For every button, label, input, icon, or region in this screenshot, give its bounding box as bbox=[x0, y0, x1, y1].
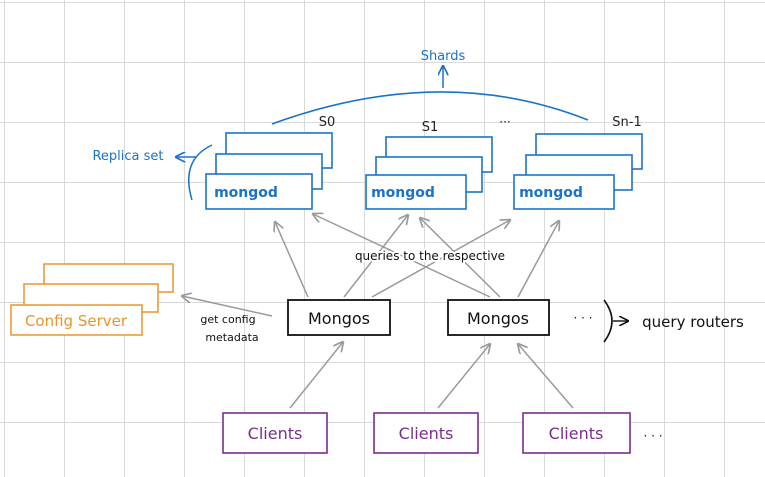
mongod-node-s1 bbox=[365, 174, 467, 210]
shard-label-sn-1: Sn-1 bbox=[612, 115, 641, 130]
shard-s0-stack: mongod bbox=[205, 132, 333, 210]
client-label: Clients bbox=[248, 424, 303, 443]
mongod-label-s0: mongod bbox=[214, 185, 278, 201]
client-label: Clients bbox=[399, 424, 454, 443]
client-label: Clients bbox=[549, 424, 604, 443]
mongos-label: Mongos bbox=[308, 309, 370, 328]
query-arrow-r1-s0 bbox=[275, 222, 309, 298]
config-server-stack: Config Server bbox=[10, 263, 174, 336]
query-arrow-r1-sn-1 bbox=[371, 220, 510, 298]
shard-s1-stack: mongod bbox=[365, 136, 493, 210]
shard-sn-1-stack: mongod bbox=[513, 133, 643, 210]
shards-title: Shards bbox=[421, 49, 466, 64]
client-node-3: Clients bbox=[522, 412, 631, 454]
config-edge-label-line1: get config bbox=[200, 313, 255, 326]
query-arrow-r1-s1 bbox=[343, 215, 408, 298]
client-box bbox=[373, 412, 479, 454]
shard-label-ellipsis: ··· bbox=[499, 115, 510, 129]
config-edge-label-line2: metadata bbox=[205, 331, 258, 344]
routers-ellipsis: · · · bbox=[573, 311, 592, 325]
client-arrow-3 bbox=[518, 344, 574, 409]
shard-label-s0: S0 bbox=[319, 115, 336, 130]
shards-brace bbox=[271, 91, 589, 125]
shards-group: Shards bbox=[271, 49, 589, 125]
mongod-node-s0 bbox=[205, 173, 313, 210]
mongos-node bbox=[447, 299, 550, 336]
queries-edge-label: queries to the respective bbox=[355, 249, 505, 263]
mongos-node bbox=[287, 299, 391, 336]
query-arrow-r2-s0 bbox=[313, 214, 491, 298]
config-metadata-arrow bbox=[182, 296, 273, 317]
clients-ellipsis: · · · bbox=[643, 429, 662, 443]
mongod-label-s1: mongod bbox=[371, 185, 435, 201]
client-box bbox=[222, 412, 328, 454]
router-mongos-2: Mongos bbox=[447, 299, 550, 336]
client-node-1: Clients bbox=[222, 412, 328, 454]
query-arrow-r2-s1 bbox=[420, 218, 501, 298]
mongod-node-sn-1 bbox=[513, 174, 615, 210]
replica-set-brace bbox=[188, 144, 213, 201]
client-arrow-1 bbox=[289, 342, 343, 409]
client-node-2: Clients bbox=[373, 412, 479, 454]
query-arrow-r2-sn-1 bbox=[517, 221, 559, 298]
routers-brace bbox=[603, 299, 613, 343]
query-routers-label: query routers bbox=[642, 313, 744, 331]
config-server-node bbox=[10, 304, 143, 336]
mongos-label: Mongos bbox=[467, 309, 529, 328]
shard-label-s1: S1 bbox=[422, 120, 439, 135]
config-server-label: Config Server bbox=[25, 312, 128, 330]
router-mongos-1: Mongos bbox=[287, 299, 391, 336]
client-box bbox=[522, 412, 631, 454]
replica-set-label: Replica set bbox=[92, 149, 163, 164]
mongod-label-sn-1: mongod bbox=[519, 185, 583, 201]
client-arrow-2 bbox=[437, 344, 490, 409]
